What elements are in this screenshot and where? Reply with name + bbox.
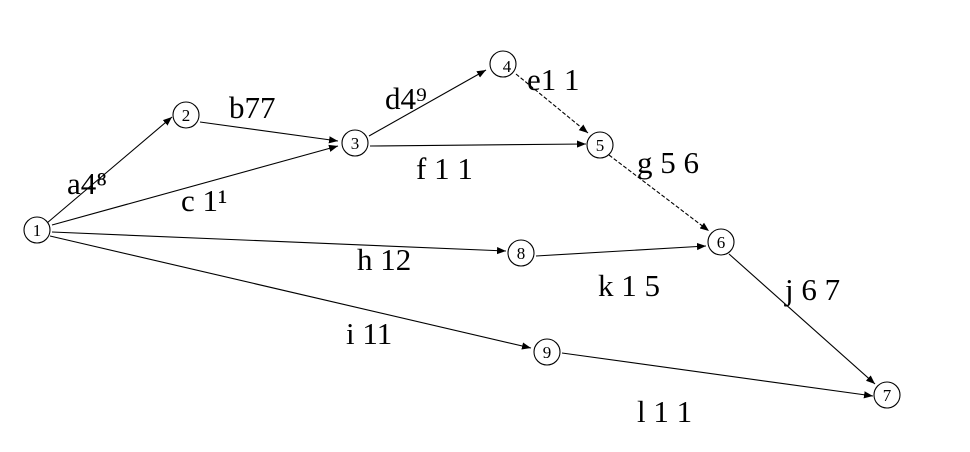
node-1-label: 1 [33, 221, 42, 240]
edge-h [51, 231, 507, 255]
edge-label-a: a4⁸ [67, 166, 107, 201]
node-1: 1 [23, 216, 51, 244]
edges-group [46, 69, 876, 399]
edge-label-k: k 1 5 [598, 268, 660, 303]
node-5: 5 [586, 131, 614, 159]
node-5-label: 5 [596, 136, 605, 155]
edge-b [199, 121, 339, 144]
edge-j [728, 253, 876, 385]
node-9-label: 9 [543, 343, 552, 362]
node-7: 7 [873, 381, 901, 409]
edge-k [535, 242, 707, 257]
node-2: 2 [172, 101, 200, 129]
edge-labels-group: a4⁸ b77 c 1¹ d4⁹ e1 1 f 1 1 g 5 6 h 12 i… [67, 62, 840, 429]
edge-label-h: h 12 [357, 242, 411, 277]
node-8: 8 [507, 239, 535, 267]
nodes-group: 1 2 3 4 5 6 7 8 [23, 50, 901, 409]
node-7-label: 7 [883, 386, 892, 405]
node-2-label: 2 [182, 106, 191, 125]
node-3: 3 [341, 129, 369, 157]
edge-g [608, 154, 710, 232]
edge-label-b: b77 [229, 90, 276, 125]
edge-label-i: i 11 [346, 316, 392, 351]
edge-label-j: j 6 7 [784, 272, 840, 307]
edge-label-g: g 5 6 [637, 145, 699, 180]
edge-l [561, 352, 874, 399]
edge-label-c: c 1¹ [181, 183, 227, 218]
edge-e [515, 73, 589, 134]
edge-c [51, 144, 339, 226]
node-9: 9 [533, 338, 561, 366]
edge-a [46, 116, 173, 224]
node-3-label: 3 [351, 134, 360, 153]
edge-label-f: f 1 1 [416, 151, 473, 186]
edge-label-e: e1 1 [527, 62, 580, 97]
edge-label-l: l 1 1 [637, 394, 692, 429]
edge-d [368, 69, 487, 137]
edge-f [369, 140, 587, 148]
edge-label-d: d4⁹ [385, 81, 427, 116]
node-6: 6 [707, 228, 735, 256]
node-4: 4 [489, 50, 517, 78]
node-6-label: 6 [717, 233, 726, 252]
node-4-label: 4 [503, 57, 512, 76]
edge-i [49, 235, 532, 350]
node-8-label: 8 [517, 244, 526, 263]
